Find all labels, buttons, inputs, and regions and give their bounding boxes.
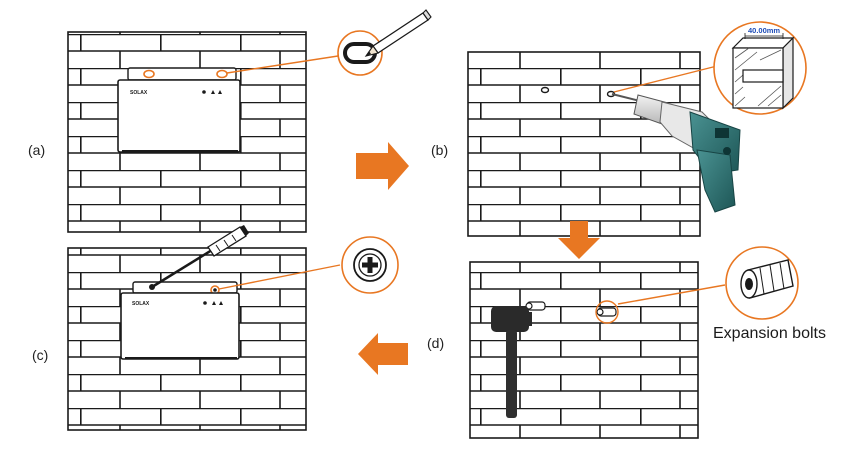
wall-cross-section [731, 33, 795, 110]
screwdriver-icon [151, 225, 249, 289]
panel-a: SOLAX (a) [28, 9, 432, 233]
arrow-down-icon [558, 221, 600, 259]
panel-d: Expansion bolts (d) [427, 246, 826, 439]
screw-head-icon [353, 248, 387, 282]
brick-wall-b [467, 51, 701, 237]
arrow-right-icon [356, 142, 409, 190]
expansion-bolt-icon [740, 259, 794, 299]
step-label-d: (d) [427, 335, 444, 351]
panel-b: 40.00mm (b) [431, 21, 807, 237]
brick-wall-d [469, 261, 699, 439]
step-label-a: (a) [28, 142, 45, 158]
drilled-hole-left-b [540, 86, 550, 94]
hammer-icon [491, 306, 532, 418]
drill-icon [611, 93, 741, 213]
inverter-c: SOLAX [120, 292, 240, 360]
panel-c: SOLAX (c) [32, 225, 399, 431]
step-label-c: (c) [32, 347, 48, 363]
mark-callout-circle [337, 30, 383, 76]
bolt-highlight-circle [595, 300, 619, 324]
inverter-logo-a: SOLAX [130, 90, 148, 96]
inverter-logo-c: SOLAX [132, 301, 150, 307]
expansion-bolts-label: Expansion bolts [713, 325, 826, 342]
pencil-icon [364, 9, 432, 57]
bracket-hole-left-a [143, 69, 155, 79]
mounting-bracket-c [132, 281, 238, 294]
bracket-hole-right-a [216, 69, 228, 79]
expansion-bolt-in-wall-right [596, 307, 617, 317]
step-label-b: (b) [431, 142, 448, 158]
inverter-a: SOLAX [117, 79, 241, 153]
expansion-bolt-in-wall-left [525, 301, 546, 311]
arrow-left-icon [358, 333, 408, 375]
drill-depth-label: 40.00mm [748, 26, 780, 35]
